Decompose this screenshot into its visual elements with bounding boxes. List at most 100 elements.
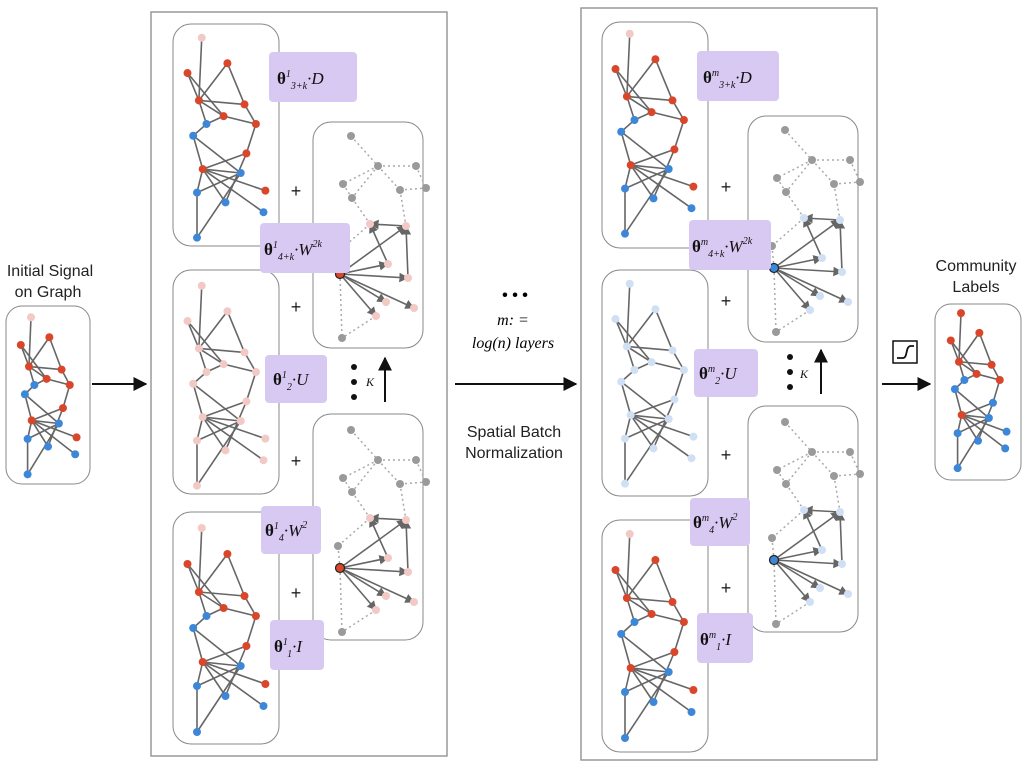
- graph-edge: [415, 459, 427, 483]
- lm-graph-W: [768, 418, 864, 628]
- graph-node: [54, 419, 63, 428]
- graph-node: [402, 516, 410, 524]
- graph-node: [23, 434, 32, 443]
- lm-op-D-text: θm3+k·D: [703, 68, 753, 91]
- graph-node: [242, 397, 251, 406]
- graph-edge: [652, 399, 676, 449]
- input-label-line2: on Graph: [15, 284, 82, 301]
- graph-edge: [624, 418, 670, 485]
- graph-node: [630, 618, 639, 626]
- layer-m-panel: θm3+k·D θm4+k·W2k θm2·U θm4·W2 θm1·I + +…: [580, 7, 878, 761]
- graph-edge: [961, 414, 1006, 450]
- layer-ellipsis: • • •: [502, 287, 528, 304]
- graph-node: [193, 728, 201, 736]
- graph-edge: [401, 225, 412, 279]
- graph-node: [189, 624, 198, 632]
- graph-edge: [198, 348, 208, 373]
- graph-node: [836, 216, 844, 224]
- graph-node: [372, 606, 380, 614]
- graph-edge: [47, 407, 64, 447]
- graph-node: [197, 524, 206, 532]
- graph-edge: [339, 567, 343, 633]
- graph-edge: [954, 388, 963, 416]
- graph-edge: [773, 511, 841, 561]
- graph-node: [374, 456, 382, 464]
- graph-node: [818, 546, 826, 554]
- graph-node: [202, 612, 211, 620]
- l1-vdots-1: [351, 364, 357, 370]
- graph-edge: [775, 309, 811, 333]
- l1-op-W-box: [261, 506, 321, 554]
- graph-node: [422, 478, 430, 486]
- graph-edge: [28, 336, 51, 367]
- graph-edge: [626, 345, 653, 363]
- graph-node: [808, 448, 816, 456]
- graph-node: [830, 180, 838, 188]
- graph-node: [334, 542, 342, 550]
- graph-edge: [784, 129, 813, 161]
- graph-edge: [202, 168, 266, 192]
- graph-node: [251, 368, 260, 376]
- graph-node: [236, 169, 245, 177]
- graph-edge: [773, 266, 843, 277]
- graph-edge: [785, 159, 813, 193]
- graph-edge: [202, 661, 264, 707]
- graph-edge: [977, 402, 994, 442]
- graph-node: [259, 702, 268, 710]
- graph-node: [348, 488, 356, 496]
- graph-edge: [773, 559, 777, 625]
- graph-edge: [202, 168, 241, 174]
- graph-edge: [803, 213, 841, 224]
- graph-node: [625, 29, 634, 38]
- graph-edge: [369, 223, 389, 265]
- graph-node: [42, 374, 51, 383]
- graph-edge: [784, 421, 813, 453]
- graph-edge: [620, 381, 670, 420]
- graph-edge: [626, 95, 653, 113]
- graph-edge: [226, 62, 246, 105]
- graph-edge: [624, 414, 632, 439]
- graph-node: [668, 96, 677, 105]
- graph-node: [189, 131, 198, 140]
- graph-edge: [399, 187, 427, 191]
- graph-node: [611, 566, 620, 574]
- graph-edge: [196, 172, 242, 239]
- graph-node: [374, 162, 382, 170]
- graph-node: [334, 562, 346, 574]
- graph-node: [625, 530, 634, 538]
- graph-edge: [339, 273, 415, 309]
- graph-node: [223, 550, 232, 558]
- graph-node: [621, 184, 629, 193]
- graph-node: [622, 342, 631, 351]
- lm-plus-1: +: [721, 177, 732, 197]
- graph-node: [1002, 427, 1011, 436]
- graph-node: [410, 304, 418, 312]
- graph-edge: [224, 153, 248, 203]
- graph-edge: [48, 336, 63, 370]
- layer-m-frame: [580, 7, 878, 761]
- lm-op-W-box: [690, 498, 750, 546]
- graph-node: [664, 415, 673, 423]
- graph-node: [412, 456, 420, 464]
- l1-vdots-3: [351, 394, 357, 400]
- graph-edge: [835, 219, 846, 273]
- l1-op-U-box: [265, 355, 327, 403]
- graph-edge: [958, 332, 981, 363]
- graph-node: [221, 198, 230, 207]
- graph-edge: [28, 317, 32, 367]
- graph-node: [846, 156, 854, 164]
- graph-node: [630, 116, 639, 124]
- graph-edge: [223, 363, 257, 373]
- graph-edge: [626, 96, 636, 121]
- graph-edge: [223, 115, 257, 125]
- batch-norm-label-line1: Spatial Batch: [467, 424, 561, 441]
- lm-vdots-3: [787, 384, 793, 390]
- graph-node: [806, 598, 814, 606]
- graph-node: [197, 281, 206, 290]
- graph-edge: [833, 183, 841, 221]
- graph-node: [838, 560, 846, 568]
- graph-node: [816, 584, 824, 592]
- graph-node: [194, 96, 203, 105]
- graph-edge: [351, 491, 371, 519]
- graph-edge: [833, 181, 861, 185]
